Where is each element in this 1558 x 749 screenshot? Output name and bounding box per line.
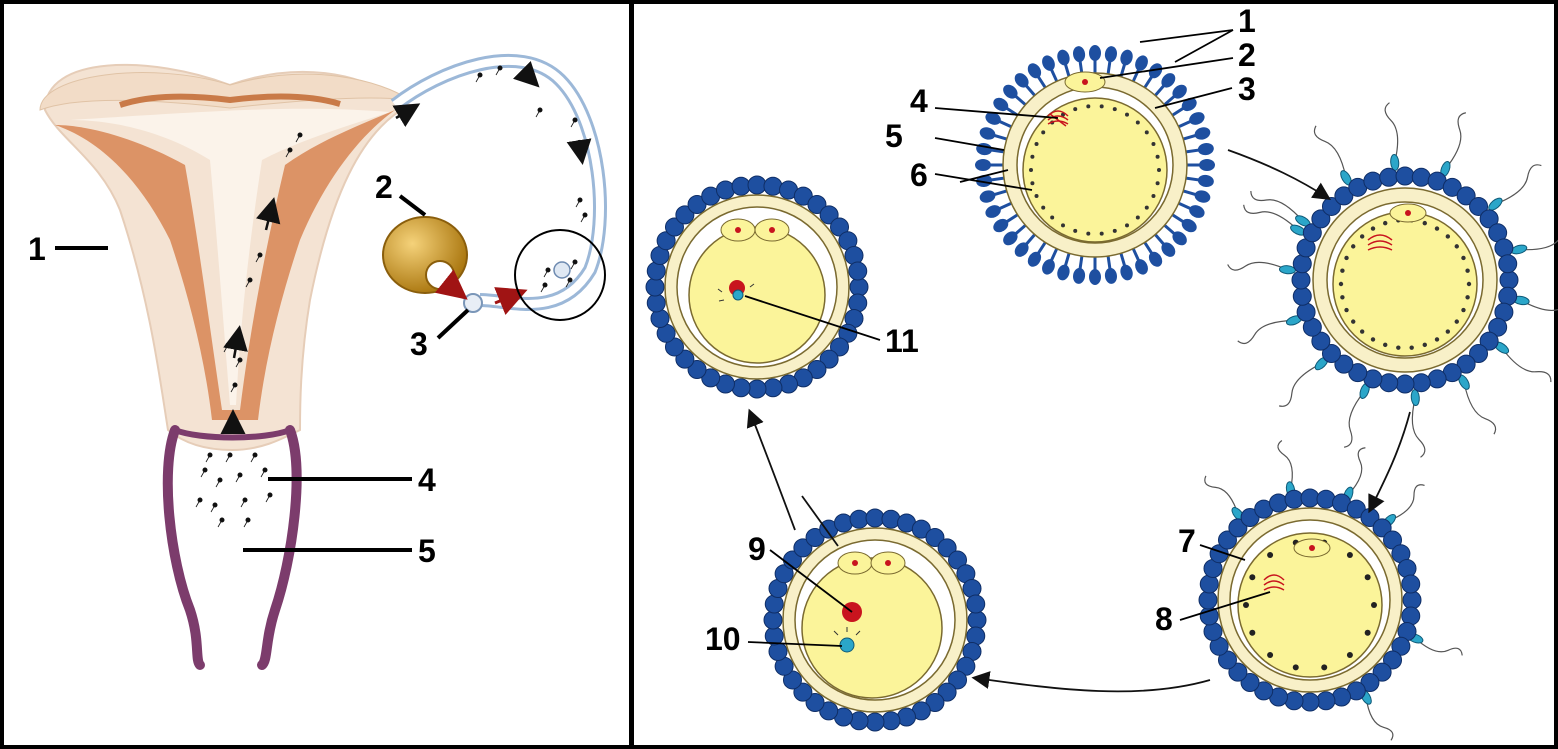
cortical-granules — [1029, 104, 1161, 236]
cell-pronuclei — [763, 508, 987, 732]
left-label-2: 2 — [375, 169, 393, 205]
egg-at-fertilization — [553, 261, 571, 279]
left-label-3: 3 — [410, 326, 428, 362]
corona-radiata-ring — [1291, 166, 1519, 394]
fertilization-site-circle — [514, 229, 606, 321]
right-label-8: 8 — [1155, 601, 1173, 637]
corona-radiata-ring — [1198, 488, 1422, 712]
released-egg — [463, 293, 483, 313]
cell-corona-radiata — [975, 45, 1215, 285]
right-label-6: 6 — [910, 157, 928, 193]
surrounding-sperm — [1227, 102, 1558, 458]
egg-travel-arrow — [494, 287, 528, 315]
right-label-5: 5 — [885, 118, 903, 154]
right-label-2: 2 — [1238, 37, 1256, 73]
right-panel — [630, 0, 1558, 749]
right-label-7: 7 — [1178, 523, 1196, 559]
left-label-5: 5 — [418, 533, 436, 569]
ovary — [382, 216, 468, 294]
left-label-1: 1 — [28, 231, 46, 267]
cortical-granules — [1338, 218, 1472, 350]
left-leader-lines — [55, 194, 470, 552]
corona-cells-stalked — [975, 45, 1215, 285]
cervix-vagina — [162, 425, 302, 670]
male-pronucleus — [839, 637, 855, 653]
right-label-10: 10 — [705, 621, 741, 657]
right-label-11: 11 — [885, 323, 919, 359]
left-label-4: 4 — [418, 462, 436, 498]
cell-zygote — [645, 175, 869, 399]
uterus — [39, 63, 413, 452]
sperm-arrows — [220, 61, 592, 434]
cycle-arrows — [746, 149, 1411, 693]
right-label-1: 1 — [1238, 3, 1256, 39]
right-label-4: 4 — [910, 83, 928, 119]
corona-radiata-ring — [763, 508, 987, 732]
cell-sperm-penetration — [1227, 102, 1558, 458]
spindle-a — [1047, 110, 1069, 127]
right-leader-lines — [744, 29, 1271, 647]
right-label-9: 9 — [748, 531, 766, 567]
sperm-cells — [195, 65, 588, 528]
ovulation-arrow — [434, 269, 468, 300]
right-label-3: 3 — [1238, 71, 1256, 107]
corona-radiata-ring — [645, 175, 869, 399]
cell-cortical-reaction — [1198, 439, 1463, 741]
